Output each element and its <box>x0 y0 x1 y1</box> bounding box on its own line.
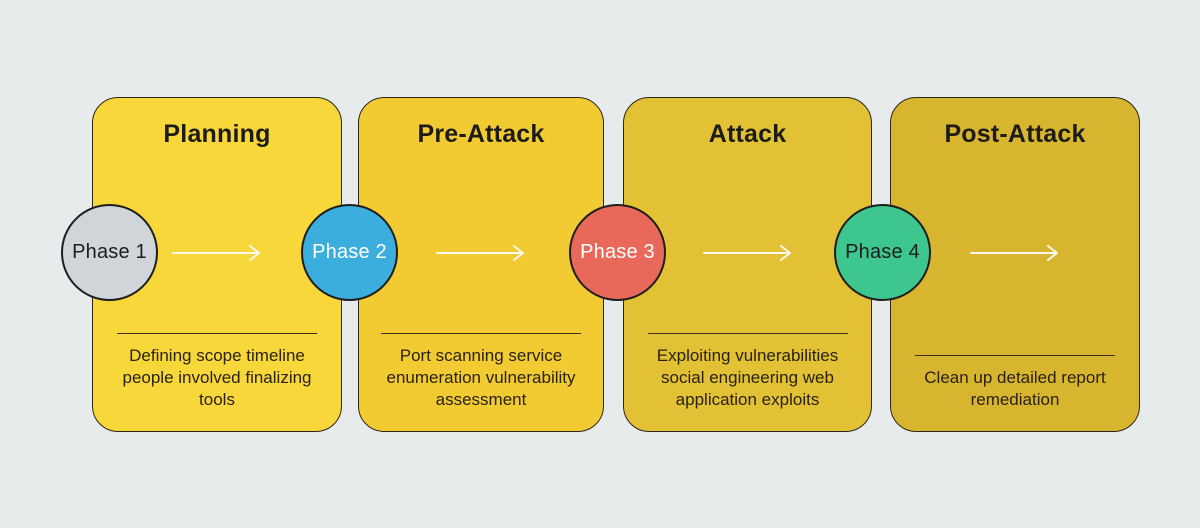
divider-line <box>381 333 581 334</box>
flow-arrow-icon <box>969 244 1061 262</box>
phase-badge-4-label: Phase 4 <box>845 241 920 263</box>
phase-badge-3-label: Phase 3 <box>580 241 655 263</box>
card-title-pre-attack: Pre-Attack <box>417 120 545 148</box>
flow-arrow-icon <box>171 244 263 262</box>
phase-badge-4: Phase 4 <box>834 204 931 301</box>
card-description-pre-attack: Port scanning service enumeration vulner… <box>386 346 576 409</box>
flow-arrow-icon <box>435 244 527 262</box>
card-footer: Defining scope timeline people involved … <box>93 333 341 411</box>
card-footer: Port scanning service enumeration vulner… <box>359 333 603 411</box>
divider-line <box>647 333 848 334</box>
divider-line <box>915 355 1115 356</box>
phase-badge-2: Phase 2 <box>301 204 398 301</box>
card-description-attack: Exploiting vulnerabilities social engine… <box>656 346 839 409</box>
card-footer: Exploiting vulnerabilities social engine… <box>624 333 871 411</box>
phase-card-attack: Attack Exploiting vulnerabilities social… <box>623 97 872 432</box>
card-title-attack: Attack <box>708 120 787 148</box>
card-title-planning: Planning <box>163 120 271 148</box>
flow-arrow-icon <box>702 244 794 262</box>
phase-card-post-attack: Post-Attack Clean up detailed report rem… <box>890 97 1140 432</box>
phase-badge-1-label: Phase 1 <box>72 241 147 263</box>
divider-line <box>117 333 317 334</box>
phase-badge-3: Phase 3 <box>569 204 666 301</box>
phase-badge-2-label: Phase 2 <box>312 241 387 263</box>
card-title-post-attack: Post-Attack <box>944 120 1086 148</box>
card-description-planning: Defining scope timeline people involved … <box>122 346 312 409</box>
card-description-post-attack: Clean up detailed report remediation <box>924 368 1106 409</box>
phase-badge-1: Phase 1 <box>61 204 158 301</box>
card-footer: Clean up detailed report remediation <box>891 355 1139 411</box>
phase-card-pre-attack: Pre-Attack Port scanning service enumera… <box>358 97 604 432</box>
